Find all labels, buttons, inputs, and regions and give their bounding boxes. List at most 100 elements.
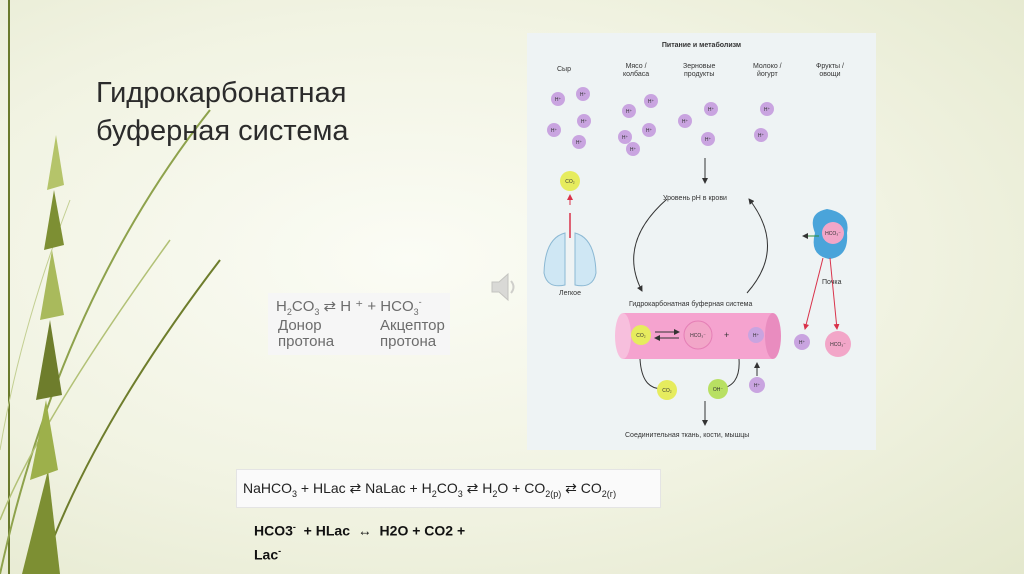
eq-sub: 3 — [314, 307, 320, 317]
h-ion-label: H⁺ — [555, 97, 562, 103]
h-ion — [701, 132, 715, 146]
reaction-line1: HCO3- + HLac ↔ H2O + CO2 + — [254, 517, 465, 541]
h-ion-label: H⁺ — [708, 107, 715, 113]
deco-triangle-1 — [22, 470, 60, 574]
h-ion — [547, 123, 561, 137]
buffer-equation-box: H2CO3 ⇄ H ⁺ + HCO3- Донор протона Акцепт… — [268, 293, 450, 355]
deco-triangle-2 — [30, 400, 58, 480]
donor-label-1: Донор — [278, 317, 322, 334]
f-sub: 2(р) — [545, 488, 562, 499]
h-ion — [576, 87, 590, 101]
h-ion — [754, 128, 768, 142]
slide-title-line2: буферная система — [96, 115, 349, 147]
h-ion-label: H⁺ — [626, 109, 633, 115]
h-ion-in-vessel — [748, 327, 764, 343]
f-sub: 2(г) — [601, 488, 617, 499]
f-part: NaHCO — [243, 480, 293, 496]
eq-sub: 2 — [286, 307, 292, 317]
hco3-kidney-out — [825, 331, 851, 357]
connective-label: Соединительная ткань, кости, мышцы — [625, 432, 750, 439]
oh-lower-label: OH⁻ — [713, 387, 724, 393]
oh-lower — [708, 379, 728, 399]
co2-in-vessel-label: CO₂ — [636, 333, 646, 339]
h-ion — [642, 123, 656, 137]
food-grain: Зерновые продукты — [683, 63, 716, 78]
deco-curve-3 — [39, 259, 221, 574]
r-part: + HLac ↔ H2O + CO2 + — [295, 522, 466, 539]
co2-molecule-lung-label: CO₂ — [565, 179, 575, 185]
reaction-line2: Lac- — [254, 541, 465, 565]
hco3-kidney — [822, 222, 844, 244]
formula-text: NaHCO3 + HLac ⇄ NaLac + H2CO3 ⇄ H2O + CO… — [243, 480, 616, 499]
hco3-kidney-label: HCO₃⁻ — [825, 231, 841, 237]
arrow-kidney-hco3 — [829, 257, 840, 330]
plus-sign: + — [724, 330, 730, 340]
reaction-text: HCO3- + HLac ↔ H2O + CO2 + Lac- — [254, 517, 465, 564]
h-ion-label: H⁺ — [580, 92, 587, 98]
f-sub: 2 — [492, 488, 498, 499]
diagram-graphics: H⁺ H⁺ H⁺ H⁺ H⁺ H⁺ H⁺ H⁺ H⁺ H⁺ H⁺ H⁺ H⁺ H… — [543, 87, 851, 426]
eq-sup: - — [418, 297, 422, 307]
h-ion-kidney-label: H⁺ — [799, 340, 806, 346]
f-part: ⇄ CO — [561, 480, 602, 496]
h-ion — [577, 114, 591, 128]
deco-curve-1 — [0, 109, 211, 574]
h-ion-label: H⁺ — [576, 140, 583, 146]
h-ion — [678, 114, 692, 128]
h-ion — [704, 102, 718, 116]
eq-part: ⇄ H ⁺ + HCO — [319, 298, 414, 315]
speaker-icon[interactable] — [486, 270, 520, 304]
metabolism-diagram: H⁺ H⁺ H⁺ H⁺ H⁺ H⁺ H⁺ H⁺ H⁺ H⁺ H⁺ H⁺ H⁺ H… — [527, 33, 876, 450]
h-ion — [626, 142, 640, 156]
deco-triangle-6 — [47, 135, 64, 190]
acceptor-label-2: протона — [380, 333, 437, 350]
h-ion-label: H⁺ — [758, 133, 765, 139]
f-part: + HLac ⇄ NaLac + H — [297, 480, 432, 496]
h-ions: H⁺ H⁺ H⁺ H⁺ H⁺ H⁺ H⁺ H⁺ H⁺ H⁺ H⁺ H⁺ H⁺ H… — [547, 87, 774, 156]
h-ion — [572, 135, 586, 149]
food-milk: Молоко / йогурт — [753, 63, 782, 78]
arrow-kidney-h — [803, 257, 824, 330]
lung-icon — [543, 213, 597, 287]
h-ion-lower — [749, 377, 765, 393]
f-sub: 3 — [292, 488, 298, 499]
r-sup: - — [292, 522, 296, 532]
h-ion-label: H⁺ — [630, 147, 637, 153]
h-ion-label: H⁺ — [648, 99, 655, 105]
deco-triangle-3 — [36, 320, 62, 400]
deco-triangle-5 — [44, 190, 64, 250]
blood-ph-label: Уровень рН в крови — [663, 195, 727, 202]
f-part: CO — [436, 480, 458, 496]
diagram-header: Питание и метаболизм — [661, 42, 742, 49]
h-ion-label: H⁺ — [551, 128, 558, 134]
hco3-in-vessel-label: HCO₃⁻ — [690, 333, 706, 339]
co2-lower-label: CO₂ — [662, 388, 672, 394]
h-ion-kidney — [794, 334, 810, 350]
h-ion-label: H⁺ — [581, 119, 588, 125]
donor-label-2: протона — [278, 333, 335, 350]
h-ion — [644, 94, 658, 108]
eq-part: H — [276, 298, 287, 315]
food-cheese: Сыр — [557, 66, 571, 73]
lung-label: Легкое — [559, 290, 581, 297]
acceptor-label-1: Акцептор — [380, 317, 445, 334]
f-part: ⇄ H — [462, 480, 493, 496]
h-ion — [760, 102, 774, 116]
h-ion — [551, 92, 565, 106]
deco-curve-2 — [0, 239, 171, 521]
h-ion-label: H⁺ — [705, 137, 712, 143]
buffer-equation: H2CO3 ⇄ H ⁺ + HCO3- — [276, 297, 422, 317]
r-part: HCO3 — [254, 522, 293, 539]
hco3-in-vessel — [683, 320, 713, 350]
h-ion-label: H⁺ — [764, 107, 771, 113]
f-sub: 3 — [457, 488, 463, 499]
arrow-cycle-left — [633, 198, 668, 292]
hco3-kidney-out-label: HCO₃⁻ — [830, 342, 846, 348]
kidney-icon: HCO₃⁻ — [812, 209, 848, 259]
f-sub: 2 — [431, 488, 437, 499]
eq-part: CO — [291, 298, 315, 315]
f-part: O + CO — [497, 480, 546, 496]
h-ion-label: H⁺ — [682, 119, 689, 125]
food-meat: Мясо / колбаса — [623, 63, 650, 78]
